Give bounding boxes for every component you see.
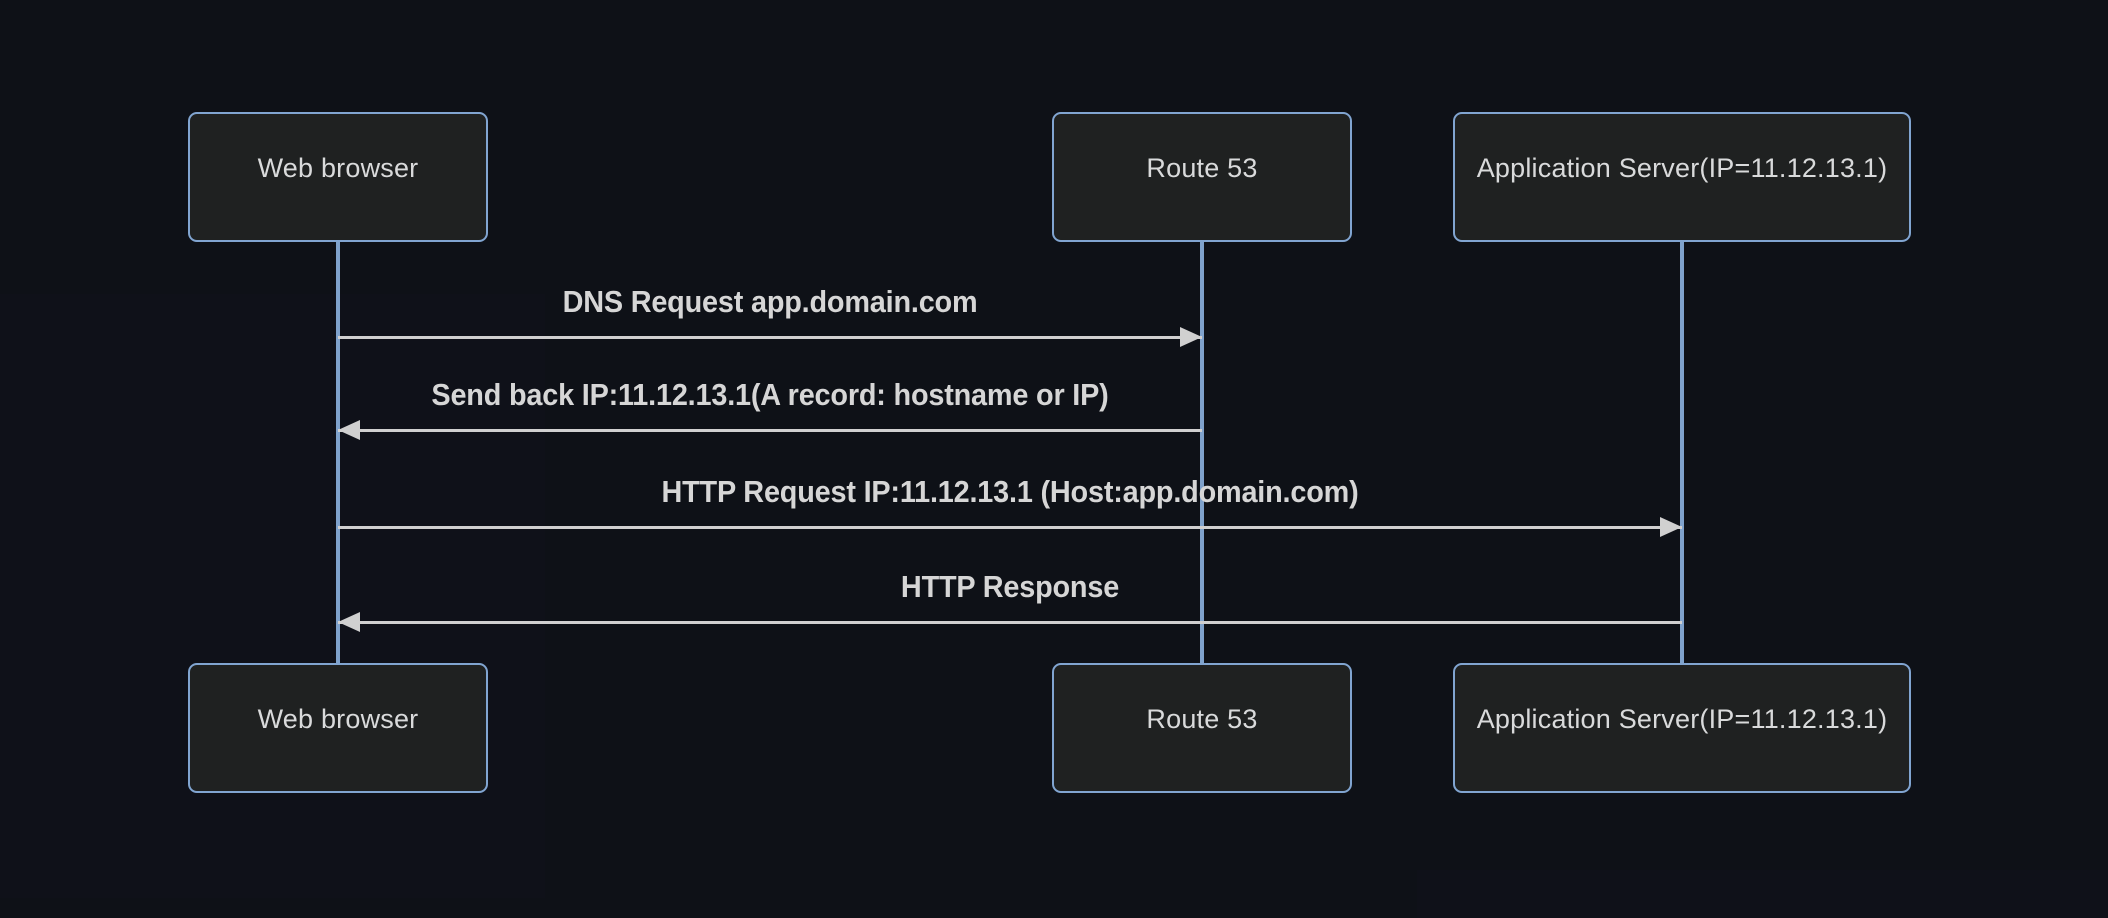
actor-web-browser-top: Web browser <box>188 112 488 242</box>
actor-route-53-bottom: Route 53 <box>1052 663 1352 793</box>
actor-application-server-top: Application Server(IP=11.12.13.1) <box>1453 112 1911 242</box>
message-2-label: Send back IP:11.12.13.1(A record: hostna… <box>431 377 1109 412</box>
message-3-label: HTTP Request IP:11.12.13.1 (Host:app.dom… <box>661 474 1359 509</box>
message-3-arrowhead-right <box>1660 517 1682 537</box>
message-4-arrowhead-left <box>338 612 360 632</box>
message-4-label: HTTP Response <box>900 569 1120 604</box>
message-2-arrowhead-left <box>338 420 360 440</box>
actor-web-browser-bottom: Web browser <box>188 663 488 793</box>
actor-label: Application Server(IP=11.12.13.1) <box>1476 152 1888 183</box>
actor-route-53-top: Route 53 <box>1052 112 1352 242</box>
message-3-line <box>338 526 1682 529</box>
message-4-line <box>338 621 1682 624</box>
message-1-label: DNS Request app.domain.com <box>562 284 978 319</box>
lifeline-application-server <box>1680 242 1684 663</box>
actor-label: Route 53 <box>1146 152 1258 183</box>
message-2-line <box>338 429 1202 432</box>
actor-label: Web browser <box>257 703 419 734</box>
actor-label: Web browser <box>257 152 419 183</box>
message-1-line <box>338 336 1202 339</box>
message-1-arrowhead-right <box>1180 327 1202 347</box>
actor-application-server-bottom: Application Server(IP=11.12.13.1) <box>1453 663 1911 793</box>
actor-label: Route 53 <box>1146 703 1258 734</box>
actor-label: Application Server(IP=11.12.13.1) <box>1476 703 1888 734</box>
background-patch <box>1417 870 2108 918</box>
lifeline-route-53 <box>1200 242 1204 663</box>
lifeline-web-browser <box>336 242 340 663</box>
